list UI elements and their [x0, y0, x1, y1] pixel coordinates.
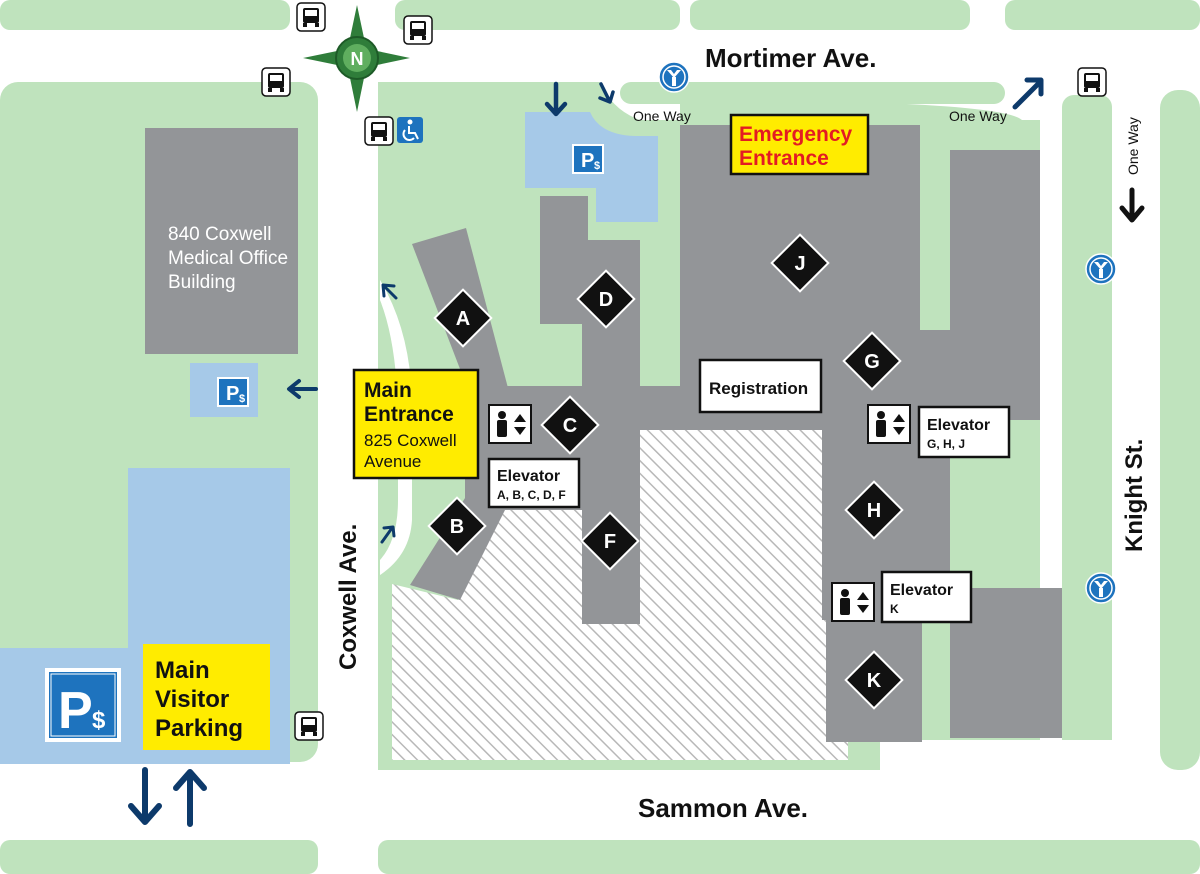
arrow-down-icon	[1119, 187, 1145, 223]
traffic-arrows	[128, 77, 1145, 827]
wing-marker-c: C	[540, 395, 600, 455]
elevator-icon	[488, 404, 532, 444]
svg-text:B: B	[450, 516, 464, 538]
svg-text:G: G	[864, 351, 880, 373]
wing-marker-g: G	[842, 331, 902, 391]
wing-marker-b: B	[427, 496, 487, 556]
bus-stop-icon	[296, 2, 326, 32]
svg-text:Main: Main	[364, 379, 412, 402]
svg-text:Entrance: Entrance	[739, 147, 829, 170]
svg-text:F: F	[604, 531, 616, 553]
compass-rose: N	[303, 5, 410, 112]
one-way-label-mortimer-east: One Way	[949, 108, 1007, 124]
elevator-icon	[867, 404, 911, 444]
elevator-label-k: Elevator K	[880, 570, 973, 624]
svg-text:J: J	[794, 253, 805, 275]
street-sammon: Sammon Ave.	[638, 793, 808, 823]
svg-text:Entrance: Entrance	[364, 403, 454, 426]
one-way-label-mortimer-west: One Way	[633, 108, 691, 124]
knight-st-road	[1112, 120, 1160, 770]
wing-marker-j: J	[770, 233, 830, 293]
entrance-driveway	[380, 280, 412, 575]
registration-label: Registration	[698, 358, 823, 414]
svg-text:$: $	[594, 160, 600, 172]
svg-text:Visitor: Visitor	[155, 686, 229, 713]
paid-parking-icon: P $	[45, 668, 121, 742]
svg-text:K: K	[867, 670, 882, 692]
svg-text:K: K	[890, 602, 899, 616]
svg-text:Medical Office: Medical Office	[168, 248, 288, 269]
svg-text:Main: Main	[155, 657, 210, 684]
wing-marker-a: A	[433, 288, 493, 348]
arrow-up-icon	[173, 769, 207, 827]
taxi-stand-icon	[658, 61, 690, 93]
svg-text:$: $	[239, 393, 245, 405]
arrow-up-right-icon	[1012, 77, 1044, 110]
svg-text:$: $	[92, 707, 106, 734]
arrow-up-right-icon	[380, 525, 396, 544]
arrow-left-icon	[287, 379, 318, 399]
arrow-up-left-icon	[381, 283, 398, 300]
arrow-down-icon	[128, 767, 162, 825]
svg-text:Parking: Parking	[155, 715, 243, 742]
street-mortimer: Mortimer Ave.	[705, 43, 876, 73]
wing-marker-d: D	[576, 269, 636, 329]
arrow-down-icon	[544, 81, 568, 117]
arrow-down-icon	[598, 82, 615, 104]
office-building-label: 840 Coxwell Medical Office Building	[168, 224, 288, 293]
paid-parking-icon: P $	[572, 144, 604, 174]
bus-stop-icon	[364, 116, 394, 146]
svg-text:G, H, J: G, H, J	[927, 437, 965, 451]
svg-text:H: H	[867, 500, 881, 522]
svg-text:D: D	[599, 289, 613, 311]
street-coxwell: Coxwell Ave.	[335, 524, 362, 670]
wheelchair-accessible-icon	[397, 117, 423, 143]
main-entrance-label: Main Entrance 825 Coxwell Avenue	[352, 368, 480, 480]
svg-text:Avenue: Avenue	[364, 452, 421, 471]
svg-text:A, B, C, D, F: A, B, C, D, F	[497, 488, 566, 502]
bus-stop-icon	[294, 711, 324, 741]
svg-text:P: P	[226, 383, 239, 405]
taxi-stand-icon	[1085, 572, 1117, 604]
one-way-label-knight: One Way	[1125, 117, 1141, 175]
wing-marker-k: K	[844, 650, 904, 710]
courtyard-construction-area	[392, 430, 848, 760]
elevator-icon	[831, 582, 875, 622]
svg-text:P: P	[58, 682, 93, 740]
paid-parking-icon: P $	[217, 377, 249, 407]
bus-stop-icon	[403, 15, 433, 45]
elevator-label-ghj: Elevator G, H, J	[917, 405, 1011, 459]
svg-text:840 Coxwell: 840 Coxwell	[168, 224, 272, 245]
emergency-entrance-label: Emergency Entrance	[729, 113, 870, 176]
visitor-parking-label: Main Visitor Parking	[143, 644, 270, 750]
bus-stop-icon	[1077, 67, 1107, 97]
svg-text:Building: Building	[168, 272, 236, 293]
svg-text:Elevator: Elevator	[927, 417, 990, 434]
compass-north-label: N	[351, 49, 364, 69]
svg-text:Elevator: Elevator	[497, 468, 560, 485]
svg-text:P: P	[581, 150, 594, 172]
wing-marker-h: H	[844, 480, 904, 540]
svg-text:825 Coxwell: 825 Coxwell	[364, 431, 457, 450]
bus-stop-icon	[261, 67, 291, 97]
svg-text:Elevator: Elevator	[890, 582, 953, 599]
svg-text:Registration: Registration	[709, 379, 808, 398]
elevator-label-abcdf: Elevator A, B, C, D, F	[487, 457, 581, 509]
svg-text:Emergency: Emergency	[739, 123, 853, 146]
svg-text:A: A	[456, 308, 470, 330]
street-knight: Knight St.	[1121, 439, 1148, 552]
taxi-stand-icon	[1085, 253, 1117, 285]
svg-text:C: C	[563, 415, 577, 437]
wing-marker-f: F	[580, 511, 640, 571]
medical-office-building	[145, 128, 298, 354]
